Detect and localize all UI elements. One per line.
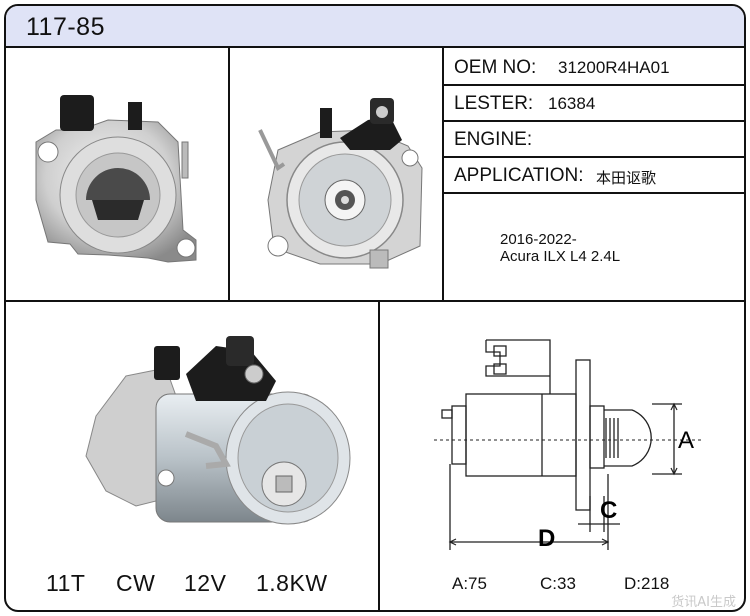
application-row: APPLICATION: 本田讴歌	[446, 158, 744, 194]
starter-front-view-image	[258, 98, 423, 269]
grid-divider	[378, 302, 380, 610]
application-label: APPLICATION:	[454, 165, 584, 186]
dimension-c-value: C:33	[540, 574, 576, 593]
dimension-a-label: A	[678, 427, 694, 454]
dimension-d-label: D	[538, 525, 555, 552]
grid-divider	[228, 48, 230, 302]
engine-label: ENGINE:	[454, 129, 533, 150]
product-spec-sheet: 117-85 OEM NO: 31200R4HA01 LESTER: 16384…	[4, 4, 746, 612]
grid-divider	[6, 300, 744, 302]
header-bar: 117-85	[6, 6, 744, 48]
lester-value: 16384	[548, 94, 596, 113]
starter-rear-view-image	[35, 95, 197, 263]
lester-row: LESTER: 16384	[446, 86, 744, 122]
voltage-spec: 12V	[184, 570, 227, 596]
oem-row: OEM NO: 31200R4HA01	[446, 50, 744, 86]
power-spec: 1.8KW	[256, 570, 328, 596]
oem-label: OEM NO:	[454, 57, 537, 78]
application-details: 2016-2022- Acura ILX L4 2.4L	[500, 231, 620, 265]
rotation-spec: CW	[116, 570, 156, 596]
application-model: Acura ILX L4 2.4L	[500, 248, 621, 265]
oem-value: 31200R4HA01	[558, 58, 670, 77]
watermark: 货讯AI生成	[671, 595, 736, 610]
grid-divider	[442, 48, 444, 302]
grid-divider	[442, 84, 744, 86]
grid-divider	[442, 192, 744, 194]
teeth-spec: 11T	[46, 570, 86, 596]
grid-divider	[442, 156, 744, 158]
dimension-a-value: A:75	[452, 574, 487, 593]
application-value: 本田讴歌	[596, 169, 657, 187]
application-years: 2016-2022-	[500, 231, 577, 248]
dimension-drawing: A C D	[434, 339, 702, 552]
engine-row: ENGINE:	[446, 122, 744, 158]
lester-label: LESTER:	[454, 93, 534, 114]
dimension-d-value: D:218	[624, 574, 670, 593]
part-number: 117-85	[26, 13, 105, 41]
grid-divider	[442, 120, 744, 122]
starter-side-view-image	[85, 336, 351, 525]
dimension-c-label: C	[600, 497, 617, 524]
